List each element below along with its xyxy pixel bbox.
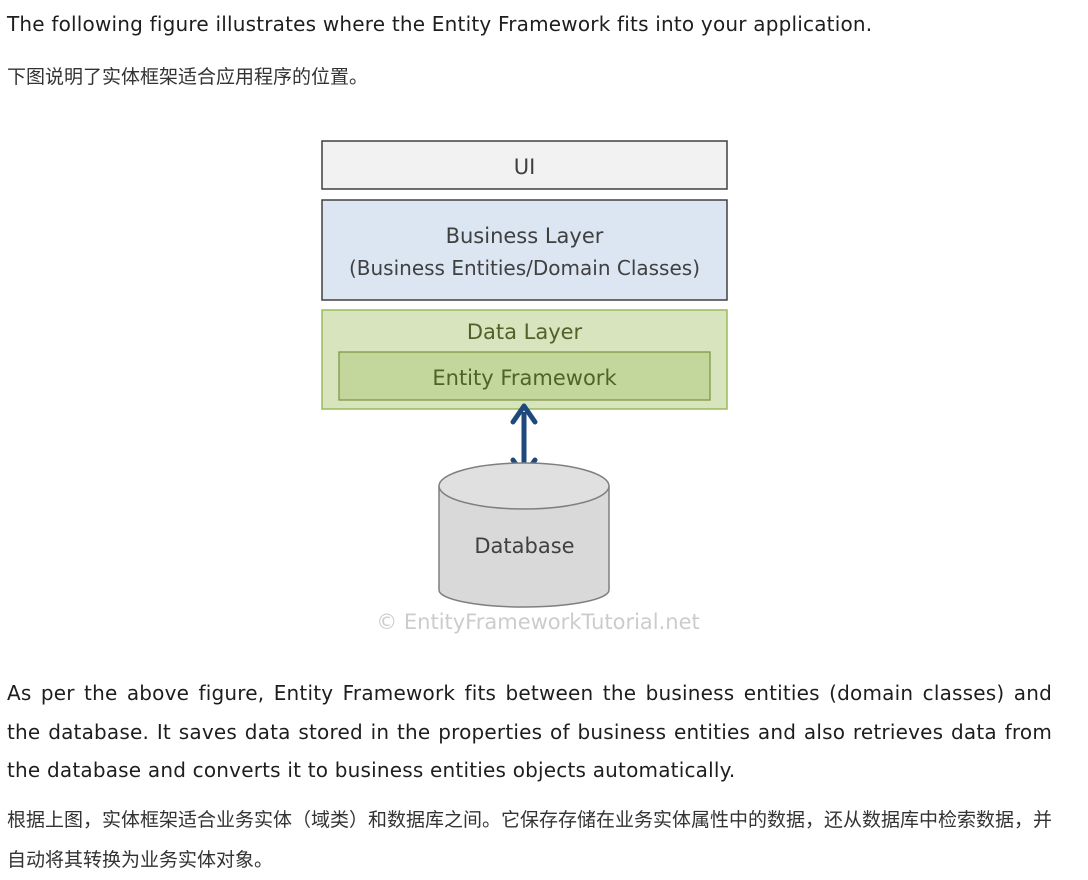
entity-framework-label: Entity Framework xyxy=(432,366,617,390)
bidirectional-arrow xyxy=(510,403,538,479)
entity-framework-box xyxy=(338,351,711,401)
watermark-text: © EntityFrameworkTutorial.net xyxy=(376,610,700,634)
database-cylinder xyxy=(438,462,610,608)
intro-paragraph-en: The following figure illustrates where t… xyxy=(7,12,873,36)
data-layer-box xyxy=(321,309,728,410)
business-layer-box xyxy=(321,199,728,301)
business-layer-sublabel: (Business Entities/Domain Classes) xyxy=(349,256,700,280)
body-paragraph-en: As per the above figure, Entity Framewor… xyxy=(7,681,1052,782)
business-layer-label: Business Layer xyxy=(446,224,604,248)
ui-layer-box xyxy=(321,140,728,190)
body-paragraph-cn: 根据上图，实体框架适合业务实体（域类）和数据库之间。它保存存储在业务实体属性中的… xyxy=(7,809,1053,871)
database-label: Database xyxy=(474,534,574,558)
ui-layer-label: UI xyxy=(514,155,536,179)
data-layer-label: Data Layer xyxy=(467,320,583,344)
intro-paragraph-cn: 下图说明了实体框架适合应用程序的位置。 xyxy=(7,66,369,88)
